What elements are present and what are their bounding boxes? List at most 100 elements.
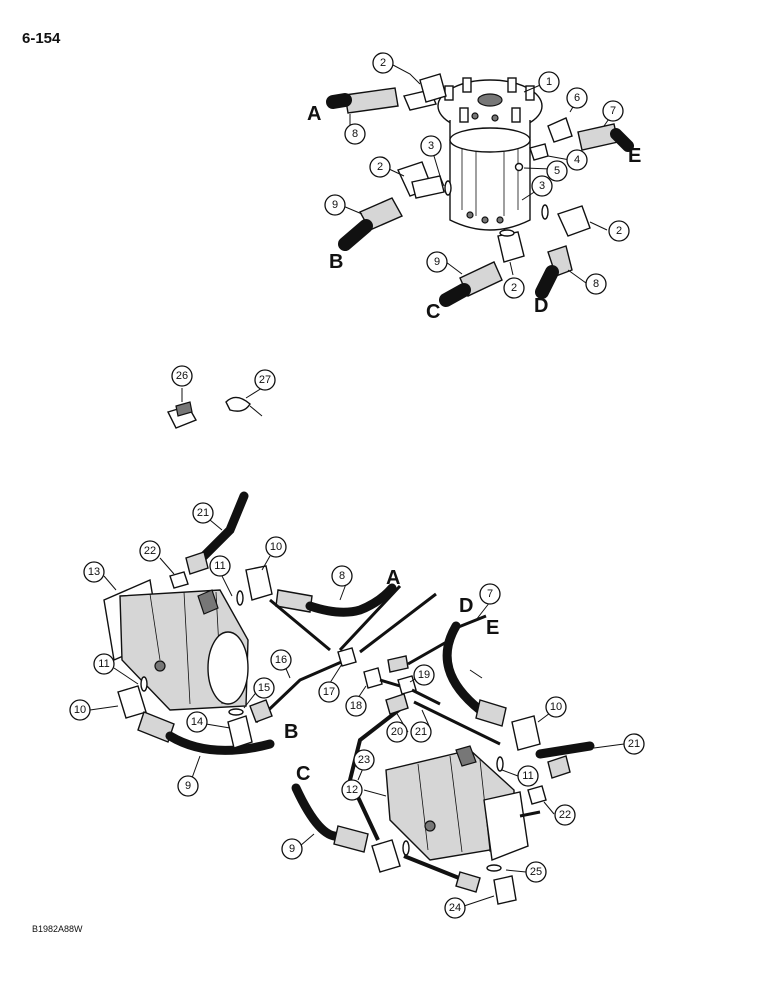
callout-8-a: 8 <box>331 565 353 587</box>
swivel-hose-a <box>326 73 447 114</box>
callout-11-a: 11 <box>209 555 231 577</box>
callout-3b: 3 <box>531 175 553 197</box>
callout-11-c: 11 <box>517 765 539 787</box>
hose-21-right <box>535 741 595 759</box>
callout-14: 14 <box>186 711 208 733</box>
svg-text:9: 9 <box>289 843 295 855</box>
svg-text:22: 22 <box>559 809 571 821</box>
svg-text:4: 4 <box>574 154 580 166</box>
hose-9-to-b <box>165 731 275 755</box>
callout-3: 3 <box>420 135 442 157</box>
svg-text:11: 11 <box>98 658 109 670</box>
callout-21-a: 21 <box>192 502 214 524</box>
page-number: 6-154 <box>22 30 61 47</box>
callout-26: 26 <box>171 365 193 387</box>
svg-text:6: 6 <box>574 92 580 104</box>
letter-b: B <box>329 251 343 273</box>
callout-22-b: 22 <box>554 804 576 826</box>
callout-18: 18 <box>345 695 367 717</box>
callout-27: 27 <box>254 369 276 391</box>
pump-letter-b: B <box>284 721 298 743</box>
pump-letter-e: E <box>486 617 499 639</box>
callout-2b: 2 <box>369 156 391 178</box>
pump-assembly: A B C D E <box>89 491 625 907</box>
svg-text:8: 8 <box>352 128 358 140</box>
svg-text:9: 9 <box>185 780 191 792</box>
svg-text:19: 19 <box>418 669 430 681</box>
hose-d-e <box>442 621 485 715</box>
letter-a: A <box>307 103 321 125</box>
svg-text:21: 21 <box>628 738 640 750</box>
svg-text:16: 16 <box>275 654 287 666</box>
swivel-elbow-b <box>397 161 452 199</box>
callout-17: 17 <box>318 681 340 703</box>
callout-4: 4 <box>566 149 588 171</box>
svg-text:2: 2 <box>511 282 517 294</box>
pump-letter-d: D <box>459 595 473 617</box>
swivel-hose-d <box>535 204 591 299</box>
svg-text:24: 24 <box>449 902 461 914</box>
callout-21-b: 21 <box>410 721 432 743</box>
callout-21-c: 21 <box>623 733 645 755</box>
callout-23: 23 <box>353 749 375 771</box>
hose-8-to-a <box>305 583 397 617</box>
callout-20: 20 <box>386 721 408 743</box>
swivel-hose-b <box>338 197 403 251</box>
callout-8: 8 <box>344 123 366 145</box>
callout-9-a: 9 <box>177 775 199 797</box>
svg-text:9: 9 <box>434 256 440 268</box>
svg-text:18: 18 <box>350 700 362 712</box>
callout-9b: 9 <box>426 251 448 273</box>
callout-25: 25 <box>525 861 547 883</box>
callout-10-a: 10 <box>265 536 287 558</box>
svg-text:3: 3 <box>428 140 434 152</box>
callout-1: 1 <box>538 71 560 93</box>
callout-6: 6 <box>566 87 588 109</box>
letter-e: E <box>628 145 641 167</box>
callout-13: 13 <box>83 561 105 583</box>
letter-d: D <box>534 295 548 317</box>
left-pump <box>103 579 249 711</box>
svg-text:22: 22 <box>144 545 156 557</box>
svg-text:15: 15 <box>258 682 270 694</box>
svg-text:26: 26 <box>176 370 188 382</box>
callout-9: 9 <box>324 194 346 216</box>
callout-12: 12 <box>341 779 363 801</box>
svg-text:14: 14 <box>191 716 203 728</box>
swivel-body <box>437 77 543 231</box>
swivel-hose-c <box>439 229 525 307</box>
callout-2c: 2 <box>608 220 630 242</box>
hose-9-to-c <box>291 783 345 841</box>
figure-code: B1982A88W <box>32 924 83 934</box>
svg-text:27: 27 <box>259 374 271 386</box>
pump-letter-c: C <box>296 763 310 785</box>
svg-text:2: 2 <box>616 225 622 237</box>
svg-text:7: 7 <box>610 105 616 117</box>
svg-text:2: 2 <box>380 57 386 69</box>
callout-2d: 2 <box>503 277 525 299</box>
svg-text:21: 21 <box>415 726 427 738</box>
callout-7: 7 <box>602 100 624 122</box>
svg-text:10: 10 <box>74 704 86 716</box>
callout-5: 5 <box>546 160 568 182</box>
letter-c: C <box>426 301 440 323</box>
right-pump <box>385 745 541 861</box>
svg-text:12: 12 <box>346 784 358 796</box>
svg-text:10: 10 <box>270 541 282 553</box>
callout-2: 2 <box>372 52 394 74</box>
svg-text:21: 21 <box>197 507 209 519</box>
callout-7-a: 7 <box>479 583 501 605</box>
callout-22-a: 22 <box>139 540 161 562</box>
svg-text:17: 17 <box>323 686 335 698</box>
callout-10-c: 10 <box>545 696 567 718</box>
callout-9-b: 9 <box>281 838 303 860</box>
svg-text:9: 9 <box>332 199 338 211</box>
svg-text:11: 11 <box>214 560 225 572</box>
callout-15: 15 <box>253 677 275 699</box>
svg-text:11: 11 <box>522 770 533 782</box>
callout-10-b: 10 <box>69 699 91 721</box>
svg-text:20: 20 <box>391 726 403 738</box>
svg-text:10: 10 <box>550 701 562 713</box>
swivel-assembly: A B C D E <box>307 64 641 323</box>
